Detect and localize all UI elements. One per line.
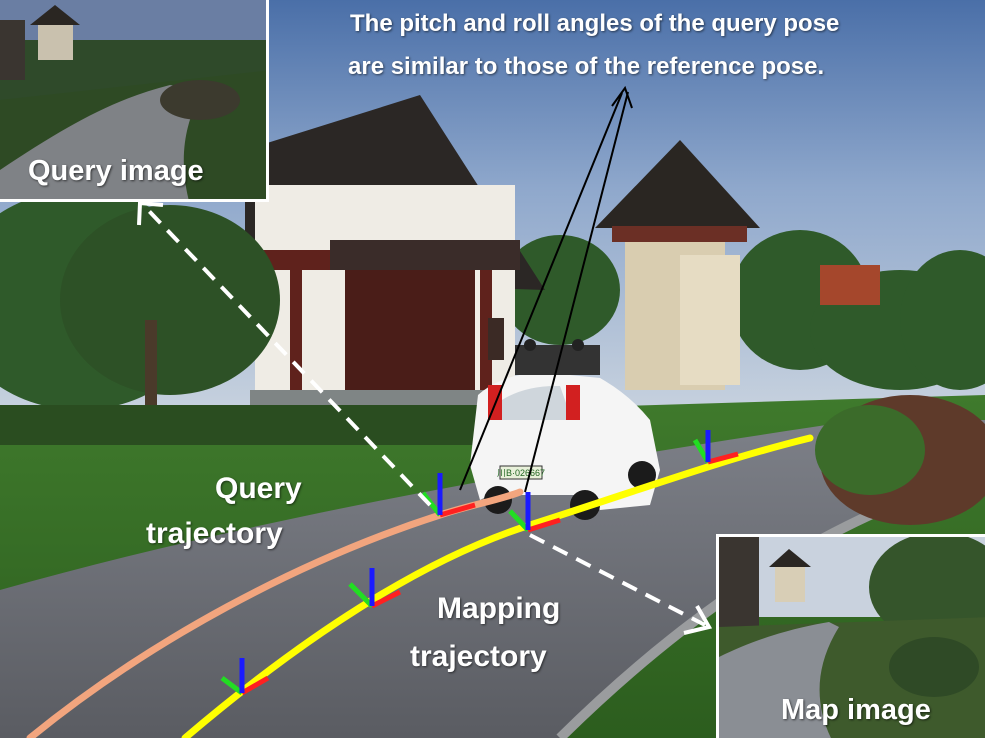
query-image-dashed-arrow (146, 208, 432, 507)
mapping-trajectory-label-line-2: trajectory (410, 640, 547, 673)
caption-arrow-left (459, 92, 623, 491)
pose-axes-mapping-1 (220, 658, 270, 696)
caption-line-1: The pitch and roll angles of the query p… (350, 10, 840, 37)
query-image-photo (0, 0, 266, 199)
tower-building (595, 140, 880, 390)
pose-axes-mapping-4 (692, 430, 739, 465)
map-image-label: Map image (781, 694, 931, 726)
query-trajectory-label-line-2: trajectory (146, 517, 283, 550)
map-image-photo (719, 537, 985, 738)
mapping-trajectory-label-line-1: Mapping (437, 592, 561, 625)
pose-axes-query-1 (421, 473, 476, 518)
caption-line-2: are similar to those of the reference po… (348, 53, 825, 80)
query-trajectory-line (26, 488, 524, 738)
vehicle: 川B·026667 (470, 339, 660, 520)
caption-arrow-right (524, 91, 629, 493)
query-image-label: Query image (28, 155, 204, 187)
query-trajectory-label-line-1: Query (215, 472, 302, 505)
mapping-trajectory-line (181, 434, 814, 738)
pose-axes-mapping-2 (348, 568, 402, 609)
license-plate: 川B·026667 (497, 468, 545, 478)
pose-axes-mapping-3 (508, 492, 561, 533)
map-image-inset: Map image (716, 534, 985, 738)
map-image-dashed-arrow (529, 533, 706, 627)
query-image-inset: Query image (0, 0, 269, 202)
main-hall-building (245, 95, 545, 415)
